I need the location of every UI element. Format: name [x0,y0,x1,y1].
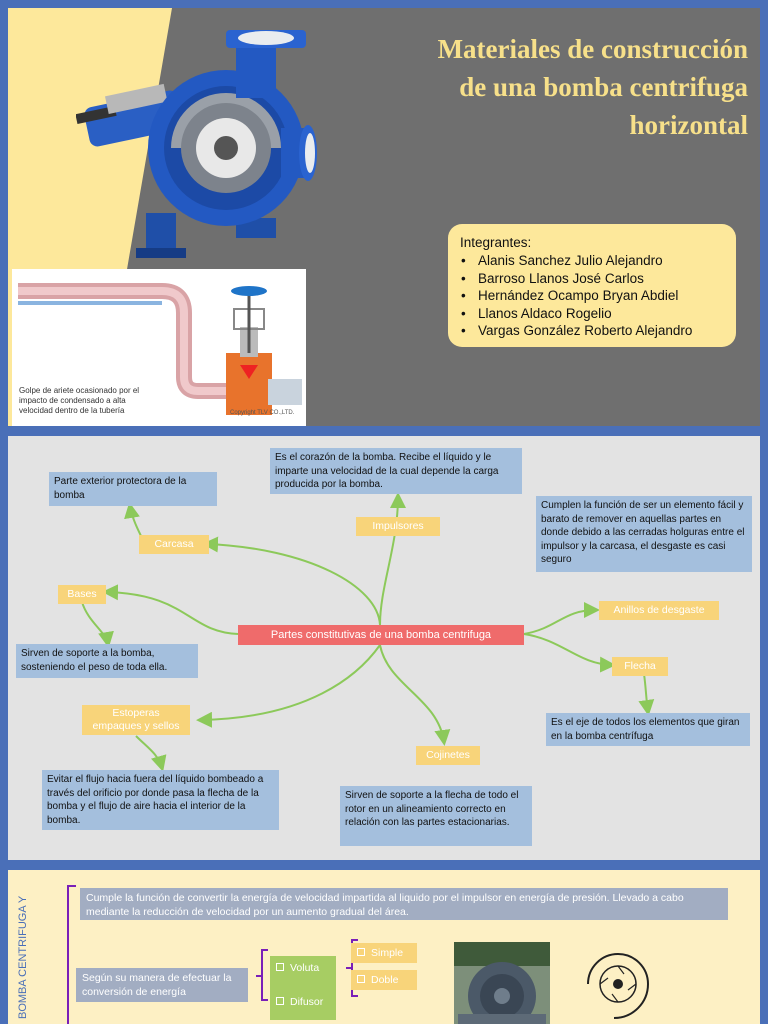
slide-title: Materiales de construcción de una bomba … [338,30,748,144]
team-member: Alanis Sanchez Julio Alejandro [460,252,724,270]
checkbox-icon [357,948,365,956]
desc-impulsores: Es el corazón de la bomba. Recibe el líq… [270,448,522,494]
pump-photo [454,942,550,1024]
option-difusor: Difusor [276,996,330,1008]
title-line: de una bomba centrifuga [459,72,748,102]
option-simple-label: Simple [371,947,404,959]
copyright-text: Copyright TLV CO.,LTD. [230,410,295,416]
desc-bases: Sirven de soporte a la bomba, sosteniend… [16,644,198,678]
central-topic: Partes constitutivas de una bomba centri… [238,625,524,645]
mind-map-connectors [81,492,655,772]
checkbox-icon [276,963,284,971]
team-member: Llanos Aldaco Rogelio [460,305,724,323]
desc-anillos-de-desgaste: Cumplen la función de ser un elemento fá… [536,496,752,572]
option-difusor-label: Difusor [290,996,324,1008]
node-anillos-de-desgaste: Anillos de desgaste [599,601,719,620]
team-header: Integrantes: [460,235,532,250]
team-member: Vargas González Roberto Alejandro [460,322,724,340]
node-carcasa: Carcasa [139,535,209,554]
node-estoperas-line: empaques y sellos [92,720,180,732]
desc-cojinetes: Sirven de soporte a la flecha de todo el… [340,786,532,846]
centrifugal-pump-illustration [76,30,317,258]
option-simple: Simple [351,943,417,963]
title-line: Materiales de construcción [437,34,748,64]
pipe-caption: Golpe de ariete ocasionado por el impact… [19,386,140,415]
volute-diagram [566,944,670,1024]
classification-text: Según su manera de efectuar la conversió… [76,968,248,1002]
option-voluta: Voluta [276,962,330,974]
title-line: horizontal [629,110,749,140]
desc-flecha: Es el eje de todos los elementos que gir… [546,713,750,746]
pipe-valve-illustration [18,283,302,415]
mind-map-slide: Partes constitutivas de una bomba centri… [8,436,760,860]
type-options-box: Voluta Difusor [270,956,336,1020]
volute-intro-text: Cumple la función de convertir la energí… [80,888,728,920]
node-flecha: Flecha [612,657,668,676]
node-cojinetes: Cojinetes [416,746,480,765]
option-doble: Doble [351,970,417,990]
title-slide: Materiales de construcción de una bomba … [8,8,760,426]
desc-carcasa: Parte exterior protectora de la bomba [49,472,217,506]
team-member: Barroso Llanos José Carlos [460,270,724,288]
bracket-connectors [67,885,358,1024]
desc-estoperas: Evitar el flujo hacia fuera del líquido … [42,770,279,830]
team-member: Hernández Ocampo Bryan Abdiel [460,287,724,305]
option-voluta-label: Voluta [290,962,320,974]
checkbox-icon [276,997,284,1005]
volute-slide: BOMBA CENTRIFUGA Y Cumple la función de … [8,870,760,1024]
node-estoperas-empaques-sellos: Estoperas empaques y sellos [82,705,190,735]
node-estoperas-line: Estoperas [112,707,160,719]
node-impulsores: Impulsores [356,517,440,536]
team-members-box: Integrantes: Alanis Sanchez Julio Alejan… [448,224,736,347]
option-doble-label: Doble [371,974,399,986]
water-hammer-pipe-image: Golpe de ariete ocasionado por el impact… [12,269,306,426]
checkbox-icon [357,975,365,983]
node-bases: Bases [58,585,106,604]
team-list: Alanis Sanchez Julio Alejandro Barroso L… [460,252,724,340]
